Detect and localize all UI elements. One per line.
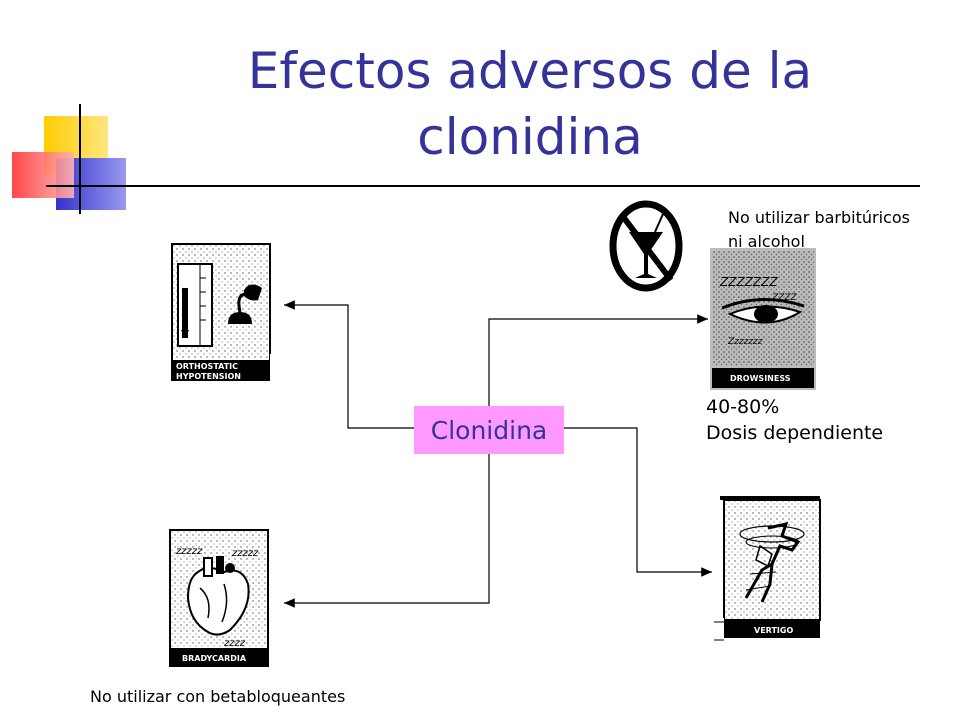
note-dose-percentage: 40-80% [706,396,780,418]
sleepy-eye-icon: ZZZZZZZ ZZZZ Zzzzzzz [710,248,816,390]
card-orthostatic-label: ORTHOSTATIC HYPOTENSION [176,362,241,382]
card-vertigo: VERTIGO [710,494,824,648]
note-dose: 40-80% Dosis dependiente [706,394,883,446]
card-drowsiness-label: DROWSINESS [730,374,791,383]
svg-text:zzzzz: zzzzz [231,548,259,559]
card-orthostatic-line2: HYPOTENSION [176,372,242,381]
svg-text:ZZZZ: ZZZZ [771,293,797,303]
arrow-to-drowsiness [488,314,708,406]
card-orthostatic-line1: ORTHOSTATIC [176,362,239,371]
spinning-person-icon [712,496,821,648]
slide-title-line1: Efectos adversos de la [247,42,813,100]
note-barbiturates-line1: No utilizar barbitúricos [728,208,910,227]
card-orthostatic-hypotension: ORTHOSTATIC HYPOTENSION [170,242,280,382]
clonidina-label: Clonidina [430,415,548,445]
svg-text:zzzz: zzzz [223,638,246,649]
clonidina-box: Clonidina [414,406,564,454]
blood-pressure-cuff-icon [171,243,278,382]
svg-text:Zzzzzzz: Zzzzzzz [727,337,763,347]
no-alcohol-icon [609,200,683,292]
slide-title: Efectos adversos de la clonidina [190,38,870,170]
note-dose-dependent: Dosis dependiente [706,422,884,444]
card-bradycardia-label: BRADYCARDIA [182,654,247,663]
arrow-to-hypotension [284,300,414,429]
card-vertigo-label: VERTIGO [754,626,794,635]
card-bradycardia: zzzzz zzzzz zzzz BRADYCARDIA [168,528,272,668]
deco-red-square [12,152,74,198]
svg-text:ZZZZZZZ: ZZZZZZZ [719,275,778,289]
arrow-to-vertigo [564,427,712,577]
slide-title-line2: clonidina [417,108,643,166]
svg-text:zzzzz: zzzzz [175,546,203,557]
sleeping-heart-icon: zzzzz zzzzz zzzz [169,529,269,667]
note-barbiturates: No utilizar barbitúricos ni alcohol [728,206,910,254]
note-barbiturates-line2: ni alcohol [728,232,805,251]
arrow-to-bradycardia [284,454,490,608]
note-betablockers: No utilizar con betabloqueantes [90,687,346,706]
card-drowsiness: ZZZZZZZ ZZZZ Zzzzzzz DROWSINESS [708,246,818,392]
